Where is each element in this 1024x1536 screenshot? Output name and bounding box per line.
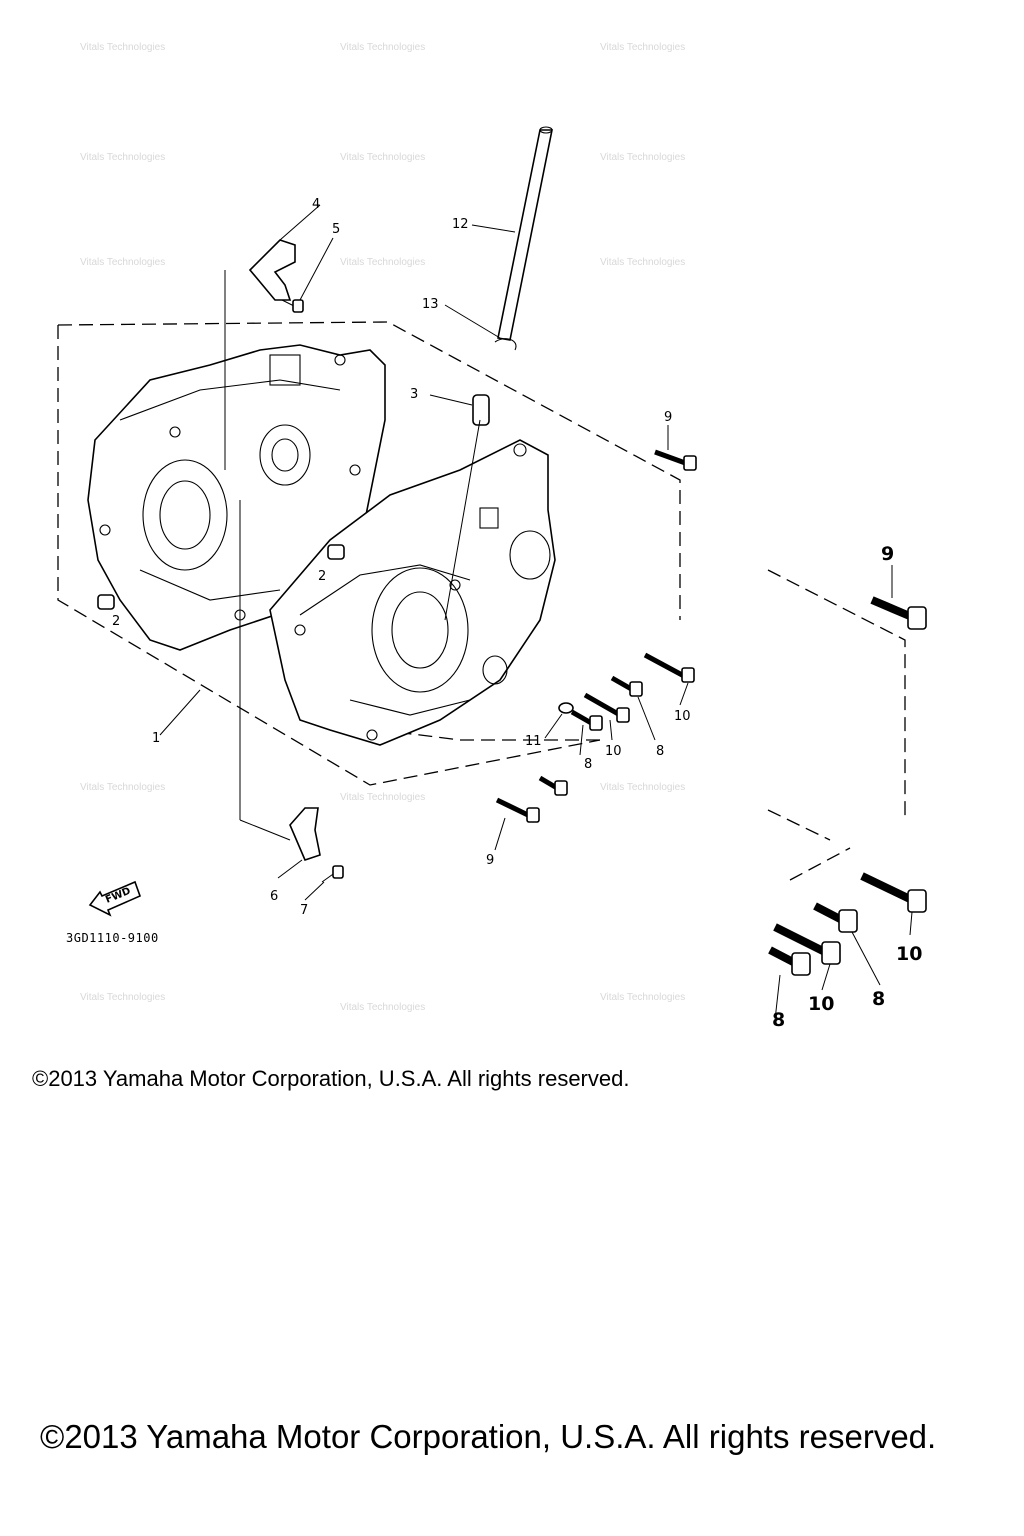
detail-callout-label: 9 [881,543,894,565]
callout-label: 6 [270,889,278,904]
watermark: Vitals Technologies [600,152,685,163]
callout-label: 9 [664,410,672,425]
detail-callouts: 9 10 8 10 8 [772,543,922,1031]
screw [321,865,344,883]
dowel-pin [97,544,345,610]
callout-label: 10 [605,744,622,759]
crankcase-right-half [269,439,556,746]
callout-label: 7 [300,903,308,918]
watermark: Vitals Technologies [80,782,165,793]
callout-label: 11 [525,734,542,749]
callout-label: 10 [674,709,691,724]
watermark: Vitals Technologies [80,992,165,1003]
detail-callout-label: 10 [896,943,922,965]
breather-hose [497,126,553,341]
watermark: Vitals Technologies [600,42,685,53]
diagram-part-code: 3GD1110-9100 [66,931,159,945]
watermark-group: Vitals Technologies Vitals Technologies … [80,42,685,1013]
watermark: Vitals Technologies [340,792,425,803]
plate-lower [289,807,321,861]
watermark: Vitals Technologies [80,257,165,268]
callout-label: 13 [422,297,439,312]
callout-label: 1 [152,731,160,746]
detail-callout-label: 8 [872,988,885,1010]
callout-label: 8 [656,744,664,759]
detail-callout-label: 10 [808,993,834,1015]
callout-label: 5 [332,222,340,237]
hose-clip [494,338,517,351]
callout-label: 9 [486,853,494,868]
bolt-group [495,449,697,823]
leader-lines [159,204,913,1021]
watermark: Vitals Technologies [80,42,165,53]
watermark: Vitals Technologies [340,42,425,53]
assembly-frame [57,321,906,881]
watermark: Vitals Technologies [340,1002,425,1013]
callout-label: 2 [112,614,120,629]
copyright-notice-small: ©2013 Yamaha Motor Corporation, U.S.A. A… [32,1066,630,1091]
callouts: 1 2 2 3 4 5 6 7 8 8 9 9 10 10 11 12 13 [112,197,691,918]
watermark: Vitals Technologies [80,152,165,163]
detail-callout-label: 8 [772,1009,785,1031]
detail-bolt-group [768,596,927,976]
callout-label: 2 [318,569,326,584]
callout-label: 12 [452,217,469,232]
forward-arrow-icon: FWD [88,880,142,917]
watermark: Vitals Technologies [340,152,425,163]
o-ring [558,702,574,714]
copyright-notice-large: ©2013 Yamaha Motor Corporation, U.S.A. A… [40,1418,937,1455]
watermark: Vitals Technologies [600,257,685,268]
callout-label: 3 [410,387,418,402]
crankcase-exploded-diagram: Vitals Technologies Vitals Technologies … [57,42,927,1031]
watermark: Vitals Technologies [600,992,685,1003]
callout-label: 4 [312,197,320,212]
hose-joint [472,394,490,426]
watermark: Vitals Technologies [340,257,425,268]
watermark: Vitals Technologies [600,782,685,793]
callout-label: 8 [584,757,592,772]
plate-upper [248,239,296,301]
screw [281,299,304,313]
